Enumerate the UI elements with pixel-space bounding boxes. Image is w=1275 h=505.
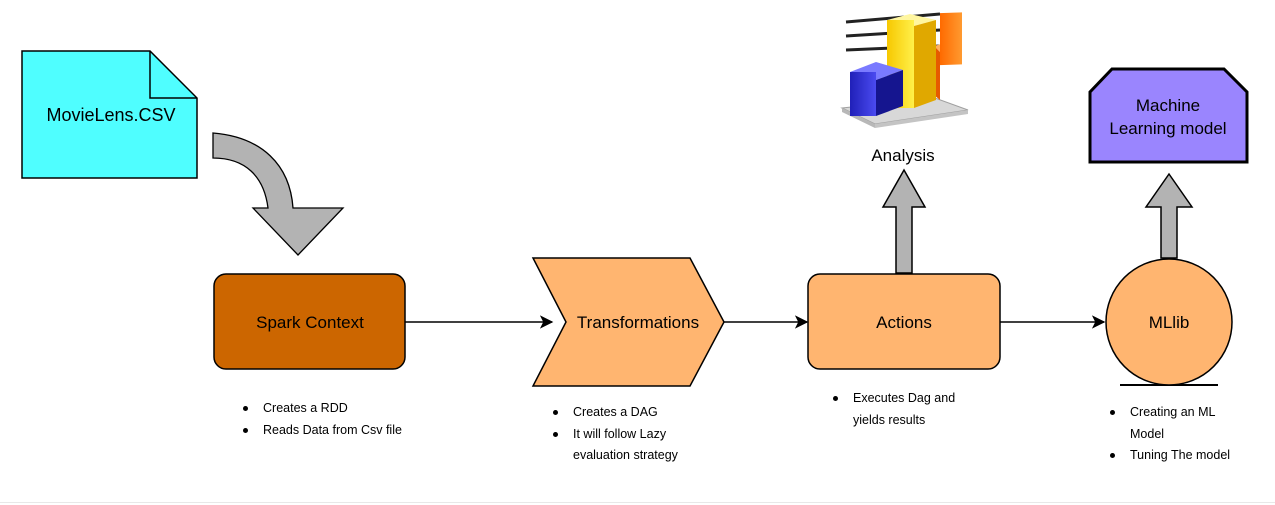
actions-notes: Executes Dag and yields results [831,388,955,431]
up-arrow-to-model [1144,172,1194,259]
list-item: Executes Dag and [831,388,955,410]
mllib-node: MLlib [1105,258,1233,386]
actions-node: Actions [807,273,1001,370]
actions-label: Actions [876,313,932,332]
transformations-label: Transformations [577,313,699,332]
spark-context-label: Spark Context [256,313,364,332]
list-item: Creates a RDD [241,398,402,420]
list-item-continuation: yields results [853,412,926,427]
analysis-label: Analysis [871,146,934,165]
transformations-notes: Creates a DAG It will follow Lazy evalua… [551,402,678,467]
movielens-file-label: MovieLens.CSV [46,105,175,125]
list-item-continuation: evaluation strategy [573,448,678,462]
up-arrow-to-analysis [881,168,927,274]
ml-model-label-line2: Learning model [1109,119,1226,138]
movielens-file-node: MovieLens.CSV [21,50,198,179]
list-item-continuation: Model [1130,426,1165,441]
mllib-notes: Creating an ML Model Tuning The model [1108,402,1230,467]
list-item: Reads Data from Csv file [241,420,402,442]
transformations-node: Transformations [531,257,725,387]
list-item: It will follow Lazy [551,424,678,446]
bar-chart-3d-icon [840,12,969,128]
mllib-label: MLlib [1149,313,1190,332]
spark-context-node: Spark Context [213,273,406,370]
bottom-divider [0,502,1275,503]
ml-model-node: Machine Learning model [1088,67,1249,164]
list-item: Creates a DAG [551,402,678,424]
curved-down-arrow [212,132,345,256]
list-item: Creating an ML [1108,402,1230,424]
ml-model-label-line1: Machine [1136,96,1200,115]
spark-context-notes: Creates a RDD Reads Data from Csv file [241,398,402,441]
list-item: Tuning The model [1108,445,1230,467]
